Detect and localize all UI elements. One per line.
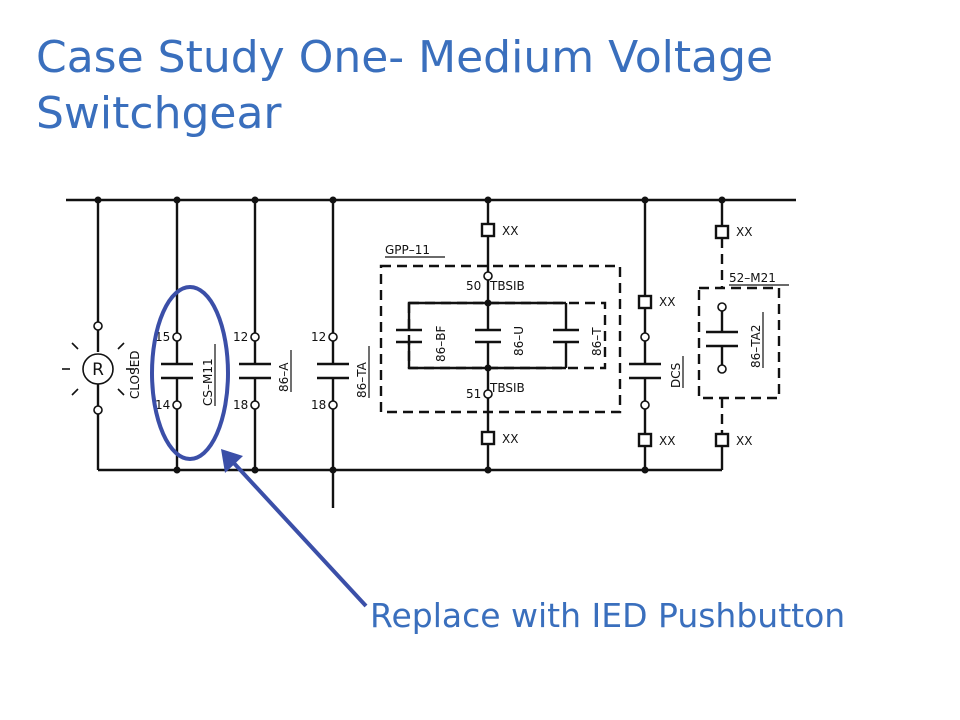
lamp-label: CLOSED bbox=[128, 350, 142, 399]
relay-86a-branch: 12 18 86–A bbox=[233, 200, 292, 470]
lamp-rays-icon bbox=[62, 334, 134, 396]
fuse-icon bbox=[714, 432, 730, 448]
fuse-label: XX bbox=[659, 434, 675, 448]
breaker-contact-label: 86–TA2 bbox=[749, 324, 763, 368]
svg-text:86–BF: 86–BF bbox=[434, 325, 448, 362]
bus-junctions bbox=[94, 196, 726, 474]
cs-m11-label: CS–M11 bbox=[201, 358, 215, 406]
fuse-label: XX bbox=[502, 432, 518, 446]
cs-m11-branch: 15 14 CS–M11 bbox=[155, 200, 216, 470]
fuse-label: XX bbox=[659, 295, 675, 309]
fuse-icon bbox=[714, 224, 730, 240]
gpp-bottom-block: TBSIB bbox=[489, 381, 525, 395]
contact-86-u: 86–U bbox=[475, 303, 526, 368]
dcs-branch: XX XX DCS bbox=[629, 200, 684, 470]
lamp-symbol: R bbox=[92, 360, 104, 380]
relay-86ta-top-terminal: 12 bbox=[311, 330, 326, 344]
breaker-box-label: 52–M21 bbox=[729, 271, 776, 285]
fuse-icon bbox=[637, 432, 653, 448]
relay-86ta-branch: 12 18 86–TA bbox=[311, 200, 370, 508]
gpp-bottom-terminal: 51 bbox=[466, 387, 481, 401]
relay-86a-label: 86–A bbox=[277, 362, 291, 392]
gpp-11-box bbox=[379, 264, 622, 414]
fuse-label: XX bbox=[736, 225, 752, 239]
fuse-label: XX bbox=[502, 224, 518, 238]
callout-arrow-icon bbox=[221, 449, 368, 608]
svg-text:86–T: 86–T bbox=[590, 327, 604, 356]
breaker-52-m21-branch: XX 52–M21 86–TA2 XX bbox=[697, 200, 789, 470]
svg-text:86–U: 86–U bbox=[512, 326, 526, 356]
contact-86-t: 86–T bbox=[553, 303, 604, 368]
contact-86-bf: 86–BF bbox=[396, 303, 448, 368]
cs-m11-bottom-terminal: 14 bbox=[155, 398, 170, 412]
closed-lamp-branch: R CLOSED bbox=[62, 200, 142, 470]
fuse-icon bbox=[637, 294, 653, 310]
relay-86a-bottom-terminal: 18 bbox=[233, 398, 248, 412]
breaker-52-m21-box bbox=[697, 286, 781, 400]
cs-m11-top-terminal: 15 bbox=[155, 330, 170, 344]
gpp-box-label: GPP–11 bbox=[385, 243, 430, 257]
gpp-top-terminal: 50 bbox=[466, 279, 481, 293]
dcs-label: DCS bbox=[669, 363, 683, 388]
gpp-top-block: TBSIB bbox=[489, 279, 525, 293]
relay-86ta-bottom-terminal: 18 bbox=[311, 398, 326, 412]
slide-title: Case Study One- Medium Voltage Switchgea… bbox=[36, 32, 774, 139]
relay-86a-top-terminal: 12 bbox=[233, 330, 248, 344]
fuse-icon bbox=[480, 222, 496, 238]
fuse-label: XX bbox=[736, 434, 752, 448]
callout-text: Replace with IED Pushbutton bbox=[370, 596, 846, 635]
highlight-ellipse bbox=[150, 285, 230, 461]
fuse-icon bbox=[480, 430, 496, 446]
gpp-11-branch: XX 50 TBSIB GPP–11 86–BF 86–U bbox=[379, 200, 622, 470]
relay-86ta-label: 86–TA bbox=[355, 361, 369, 398]
